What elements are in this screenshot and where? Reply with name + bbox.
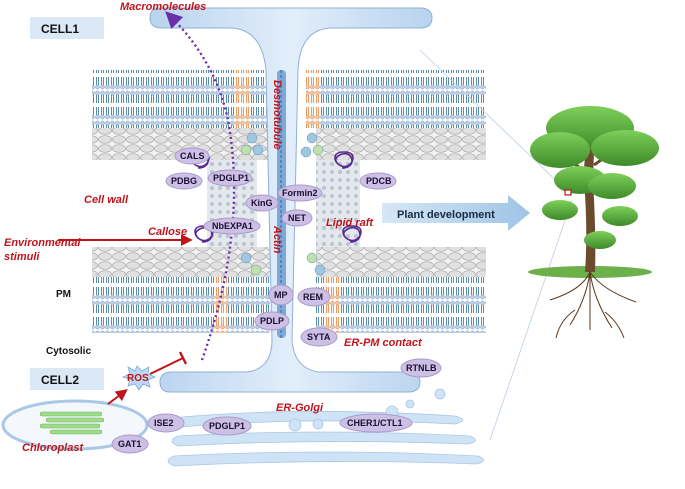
ros-label: ROS — [127, 373, 149, 384]
desmotubule — [277, 70, 286, 338]
pm-label: PM — [56, 289, 71, 300]
protein-pdcb: PDCB — [359, 172, 397, 190]
cell1-label: CELL1 — [41, 22, 79, 36]
lipid-raft-regions — [214, 70, 340, 333]
callose-label: Callose — [148, 226, 187, 238]
tree-illustration — [528, 106, 659, 339]
protein-formin2-label: Formin2 — [282, 188, 318, 198]
protein-gat1: GAT1 — [111, 434, 149, 454]
actin-label: Actin — [271, 225, 283, 254]
protein-gat1-label: GAT1 — [118, 439, 141, 449]
chloroplast — [1, 399, 149, 451]
protein-king-label: KinG — [251, 198, 273, 208]
protein-king: KinG — [245, 194, 279, 212]
lipid-raft-label: Lipid raft — [326, 217, 374, 229]
desmotubule-label: Desmotubule — [271, 80, 283, 150]
protein-nbexpa1: NbEXPA1 — [203, 217, 261, 235]
protein-formin2: Formin2 — [277, 184, 323, 202]
protein-pdglp1-bottom-label: PDGLP1 — [209, 421, 245, 431]
er-golgi-label: ER-Golgi — [276, 402, 324, 414]
ros-inhibition-line — [149, 357, 184, 375]
zoom-marker — [564, 189, 572, 196]
protein-pdlp-label: PDLP — [260, 316, 284, 326]
ros-burst: ROS — [121, 365, 157, 391]
chloroplast-label: Chloroplast — [22, 442, 84, 454]
protein-pdglp1-top-label: PDGLP1 — [213, 173, 249, 183]
cytosolic-label: Cytosolic — [46, 346, 91, 357]
protein-net-label: NET — [288, 213, 307, 223]
cell-wall-label: Cell wall — [84, 194, 129, 206]
plant-development-label: Plant development — [397, 209, 495, 221]
protein-nbexpa1-label: NbEXPA1 — [212, 221, 253, 231]
protein-pdbg: PDBG — [165, 172, 203, 190]
protein-ise2-label: ISE2 — [154, 418, 174, 428]
environmental-label: Environmental — [4, 237, 81, 249]
protein-rem: REM — [297, 287, 331, 307]
protein-syta: SYTA — [300, 327, 338, 347]
stimuli-label: stimuli — [4, 251, 40, 263]
protein-rtnlb-label: RTNLB — [406, 363, 437, 373]
er-pm-contact-label: ER-PM contact — [344, 337, 423, 349]
protein-pdglp1-bottom: PDGLP1 — [202, 416, 252, 436]
plant-development-arrow — [382, 195, 530, 231]
protein-pdcb-label: PDCB — [366, 176, 392, 186]
protein-mp: MP — [268, 284, 294, 306]
cell1-box — [30, 17, 104, 39]
protein-mp-label: MP — [274, 290, 288, 300]
protein-nodes: CALS PDBG PDGLP1 Formin2 PDCB KinG NET N… — [111, 147, 442, 454]
middle-lamella-right — [316, 160, 360, 247]
pore-beads — [240, 132, 326, 276]
zoom-connector-lines — [419, 49, 573, 441]
macromolecules-label: Macromolecules — [120, 1, 206, 13]
protein-rtnlb: RTNLB — [400, 358, 442, 378]
protein-pdbg-label: PDBG — [171, 176, 197, 186]
protein-pdlp: PDLP — [254, 311, 290, 331]
protein-pdglp1-top: PDGLP1 — [207, 169, 253, 187]
protein-cher1-ctl1-label: CHER1/CTL1 — [347, 418, 403, 428]
chloroplast-to-ros-arrow — [107, 389, 128, 405]
ros-inhibition-bar — [178, 351, 188, 365]
cell2-label: CELL2 — [41, 373, 79, 387]
protein-net: NET — [281, 209, 313, 227]
protein-rem-label: REM — [303, 292, 323, 302]
protein-ise2: ISE2 — [147, 413, 185, 433]
protein-cher1-ctl1: CHER1/CTL1 — [339, 413, 413, 433]
protein-cals: CALS — [174, 147, 210, 165]
cell2-box — [30, 368, 104, 390]
protein-syta-label: SYTA — [307, 332, 331, 342]
macromolecule-transport-arrow — [165, 11, 236, 361]
protein-cals-label: CALS — [180, 151, 205, 161]
